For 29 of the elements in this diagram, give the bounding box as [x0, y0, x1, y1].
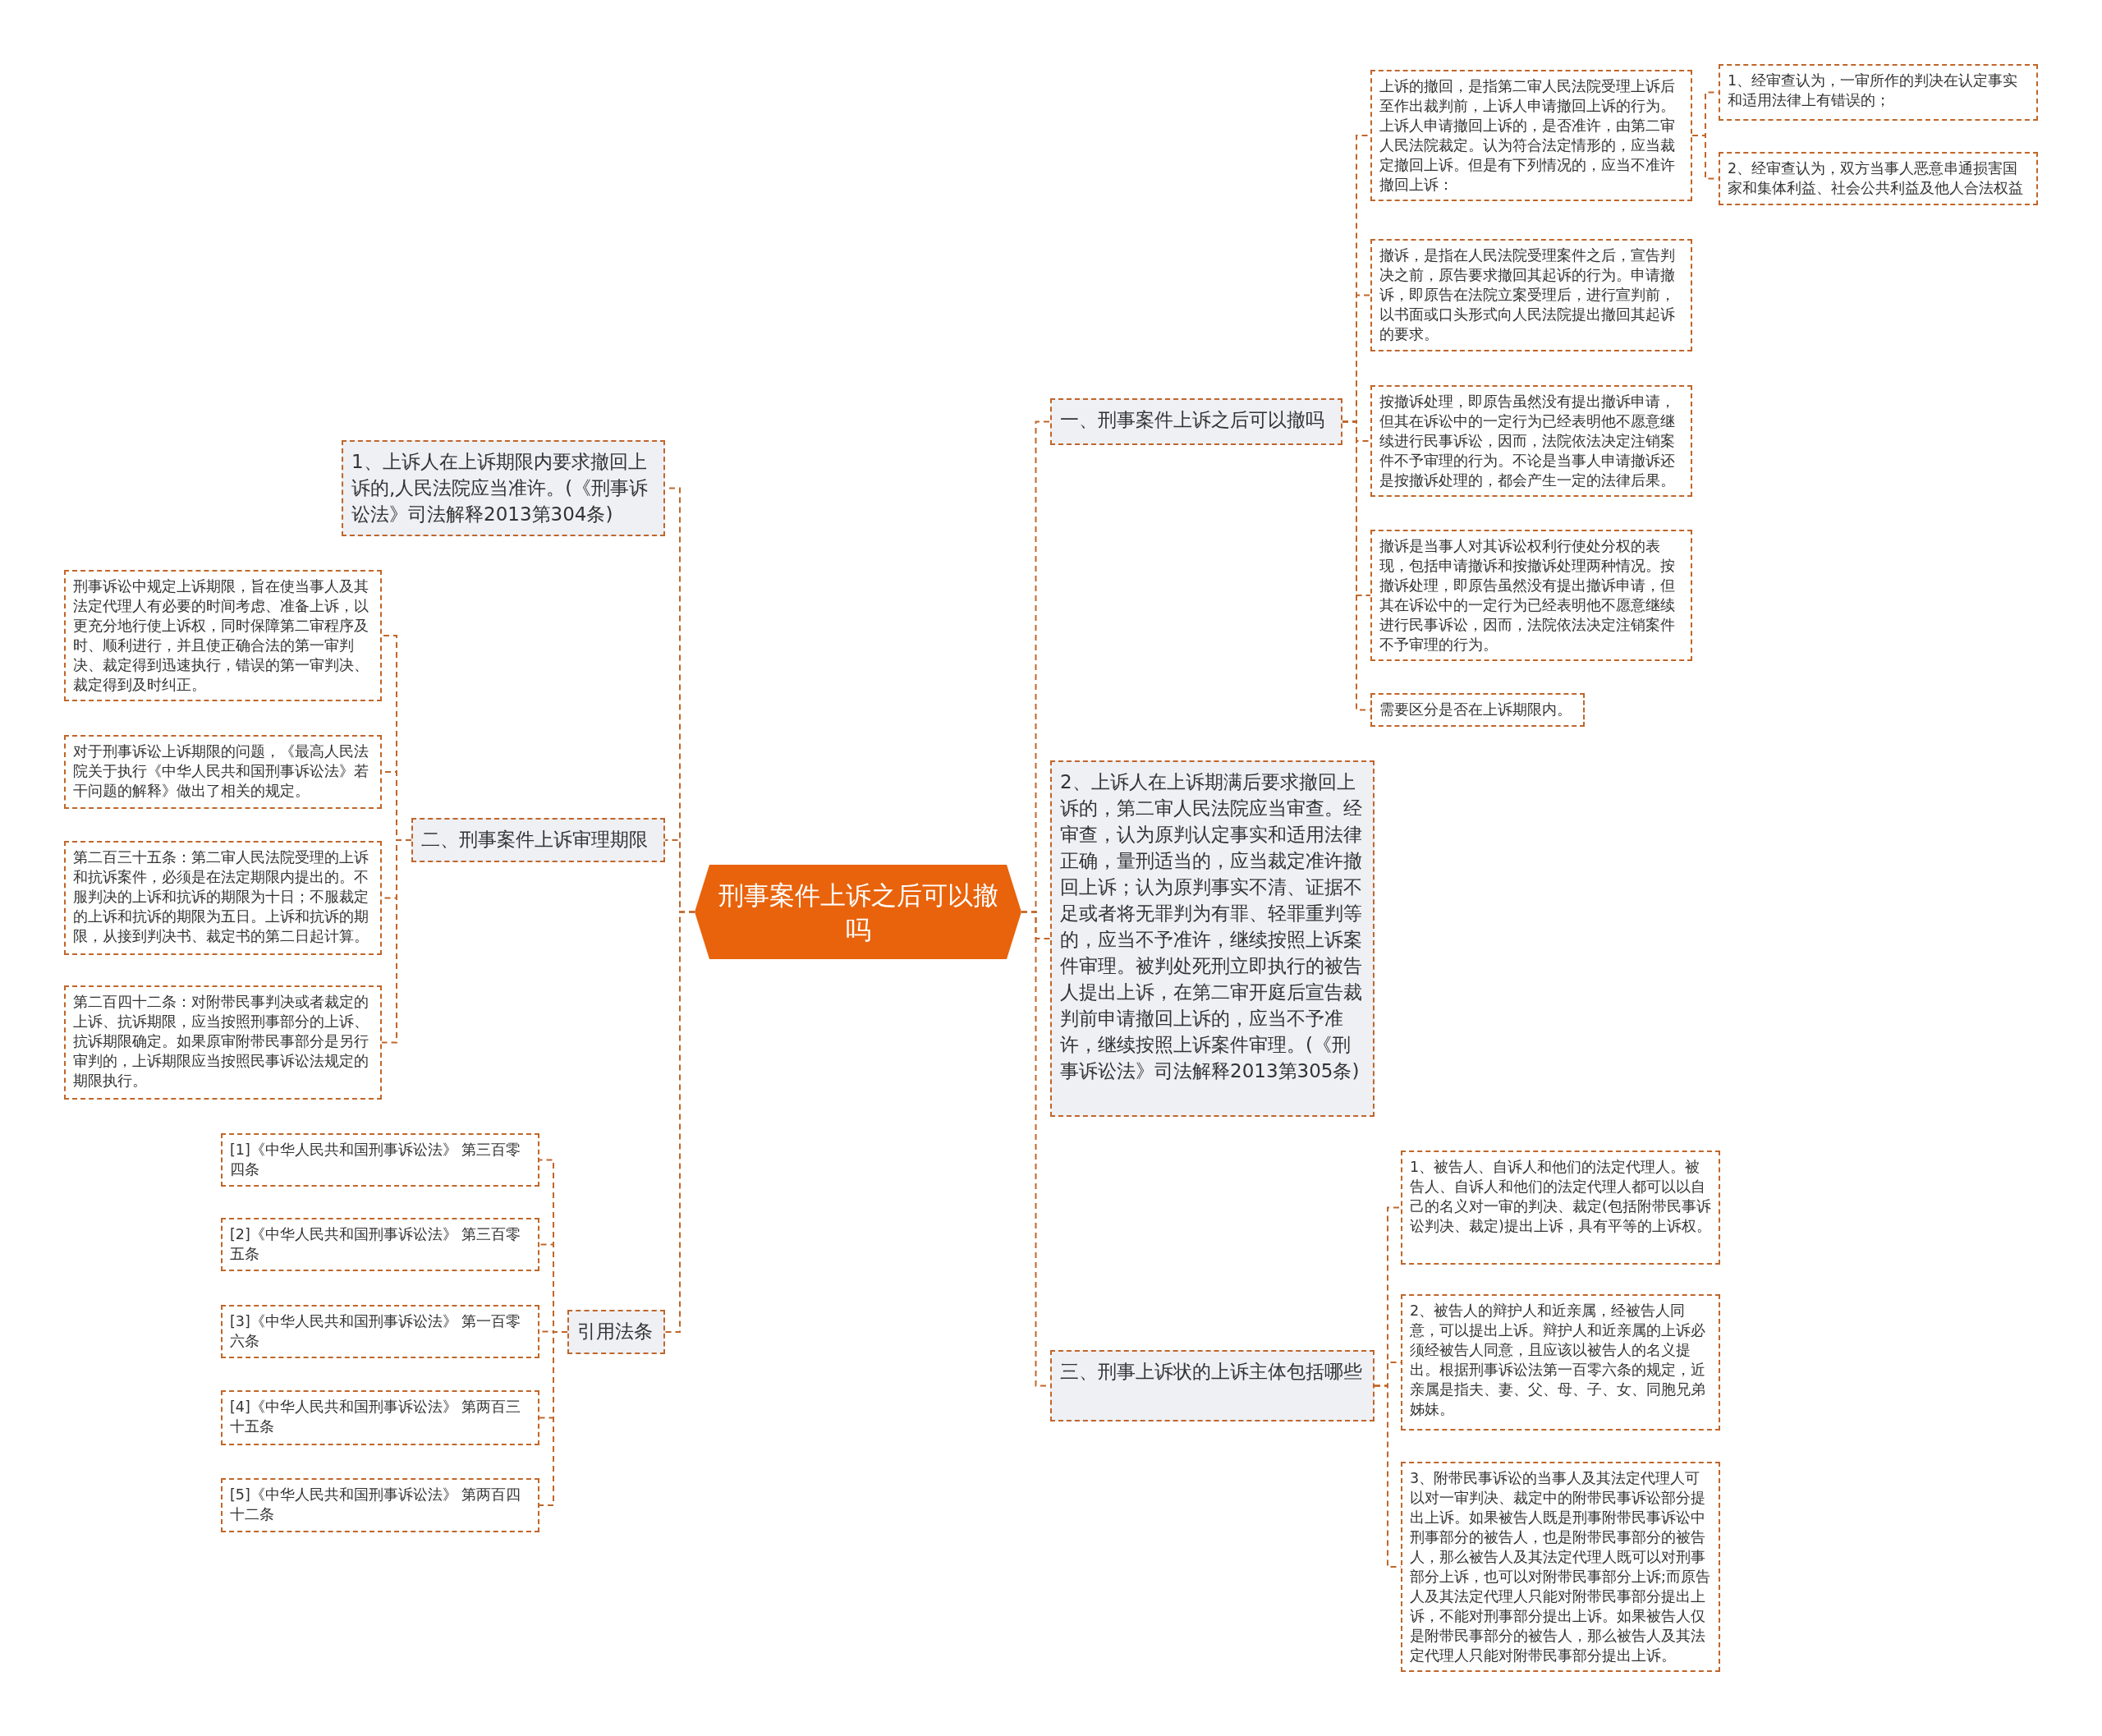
text-box: 刑事诉讼中规定上诉期限，旨在使当事人及其法定代理人有必要的时间考虑、准备上诉，以更充分地行使上诉权，同时保障第二审程序及时、顺利进行，并且使正确合法的第一审判决、裁定得到迅速执行，错误的第一审判决、裁定得到及时纠正。 — [64, 570, 382, 701]
topic-box: 1、上诉人在上诉期限内要求撤回上诉的,人民法院应当准许。(《刑事诉讼法》司法解释2013第304条) — [342, 440, 665, 536]
text-box: [3]《中华人民共和国刑事诉讼法》 第一百零六条 — [221, 1305, 539, 1358]
text-box: [2]《中华人民共和国刑事诉讼法》 第三百零五条 — [221, 1218, 539, 1271]
text-box: 撤诉，是指在人民法院受理案件之后，宣告判决之前，原告要求撤回其起诉的行为。申请撤诉，即原告在法院立案受理后，进行宣判前，以书面或口头形式向人民法院提出撤回其起诉的要求。 — [1370, 239, 1692, 351]
connector-line — [539, 1331, 568, 1506]
central-topic: 刑事案件上诉之后可以撤吗 — [695, 865, 1021, 959]
topic-box: 引用法条 — [567, 1310, 665, 1354]
topic-box: 一、刑事案件上诉之后可以撤吗 — [1050, 398, 1342, 445]
topic-box: 二、刑事案件上诉审理期限 — [411, 818, 665, 862]
text-box: [1]《中华人民共和国刑事诉讼法》 第三百零四条 — [221, 1133, 539, 1187]
text-box: 撤诉是当事人对其诉讼权利行使处分权的表现，包括申请撤诉和按撤诉处理两种情况。按撤诉处理，即原告虽然没有提出撤诉申请，但其在诉讼中的一定行为已经表明他不愿意继续进行民事诉讼，因而，法院依法决定注销案件不予审理的行为。 — [1370, 530, 1692, 661]
text-box: 2、被告人的辩护人和近亲属，经被告人同意，可以提出上诉。辩护人和近亲属的上诉必须经被告人同意，且应该以被告人的名义提出。根据刑事诉讼法第一百零六条的规定，近亲属是指夫、妻、父、母、子、女、同胞兄弟姊妹。 — [1401, 1294, 1720, 1431]
text-box: 第二百四十二条：对附带民事判决或者裁定的上诉、抗诉期限，应当按照刑事部分的上诉、抗诉期限确定。如果原审附带民事部分是另行审判的，上诉期限应当按照民事诉讼法规定的期限执行。 — [64, 985, 382, 1100]
text-box: 第二百三十五条：第二审人民法院受理的上诉和抗诉案件，必须是在法定期限内提出的。不服判决的上诉和抗诉的期限为十日；不服裁定的上诉和抗诉的期限为五日。上诉和抗诉的期限，从接到判决书、裁定书的第二日起计算。 — [64, 841, 382, 955]
text-box: 1、经审查认为，一审所作的判决在认定事实和适用法律上有错误的； — [1719, 64, 2038, 121]
topic-box: 三、刑事上诉状的上诉主体包括哪些 — [1050, 1350, 1375, 1421]
topic-box: 2、上诉人在上诉期满后要求撤回上诉的，第二审人民法院应当审查。经审查，认为原判认定事实和适用法律正确，量刑适当的，应当裁定准许撤回上诉；认为原判事实不清、证据不足或者将无罪判为有罪、轻罪重判等的，应当不予准许，继续按照上诉案件审理。被判处死刑立即执行的被告人提出上诉，在第二审开庭后宣告裁判前申请撤回上诉的，应当不予准许，继续按照上诉案件审理。(《刑事诉讼法》司法解释2013第305条) — [1050, 760, 1375, 1117]
text-box: 3、附带民事诉讼的当事人及其法定代理人可以对一审判决、裁定中的附带民事诉讼部分提出上诉。如果被告人既是刑事附带民事诉讼中刑事部分的被告人，也是附带民事部分的被告人，那么被告人及其法定代理人既可以对刑事部分上诉，也可以对附带民事部分上诉;而原告人及其法定代理人只能对附带民事部分提出上诉，不能对刑事部分提出上诉。如果被告人仅是附带民事部分的被告人，那么被告人及其法定代理人只能对附带民事部分提出上诉。 — [1401, 1462, 1720, 1672]
text-box: 按撤诉处理，即原告虽然没有提出撤诉申请，但其在诉讼中的一定行为已经表明他不愿意继续进行民事诉讼，因而，法院依法决定注销案件不予审理的行为。不论是当事人申请撤诉还是按撤诉处理的，都会产生一定的法律后果。 — [1370, 385, 1692, 497]
connector-line — [664, 911, 695, 1333]
text-box: 对于刑事诉讼上诉期限的问题，《最高人民法院关于执行《中华人民共和国刑事诉讼法》若干问题的解释》做出了相关的规定。 — [64, 735, 382, 809]
text-box: 1、被告人、自诉人和他们的法定代理人。被告人、自诉人和他们的法定代理人都可以以自己的名义对一审的判决、裁定(包括附带民事诉讼判决、裁定)提出上诉，具有平等的上诉权。 — [1401, 1150, 1720, 1265]
text-box: [5]《中华人民共和国刑事诉讼法》 第两百四十二条 — [221, 1478, 539, 1532]
text-box: 上诉的撤回，是指第二审人民法院受理上诉后至作出裁判前，上诉人申请撤回上诉的行为。上诉人申请撤回上诉的，是否准许，由第二审人民法院裁定。认为符合法定情形的，应当裁定撤回上诉。但是有下列情况的，应当不准许撤回上诉： — [1370, 70, 1692, 201]
text-box: 需要区分是否在上诉期限内。 — [1370, 693, 1585, 727]
text-box: 2、经审查认为，双方当事人恶意串通损害国家和集体利益、社会公共利益及他人合法权益 — [1719, 152, 2038, 205]
text-box: [4]《中华人民共和国刑事诉讼法》 第两百三十五条 — [221, 1390, 539, 1445]
connector-line — [381, 839, 412, 1044]
